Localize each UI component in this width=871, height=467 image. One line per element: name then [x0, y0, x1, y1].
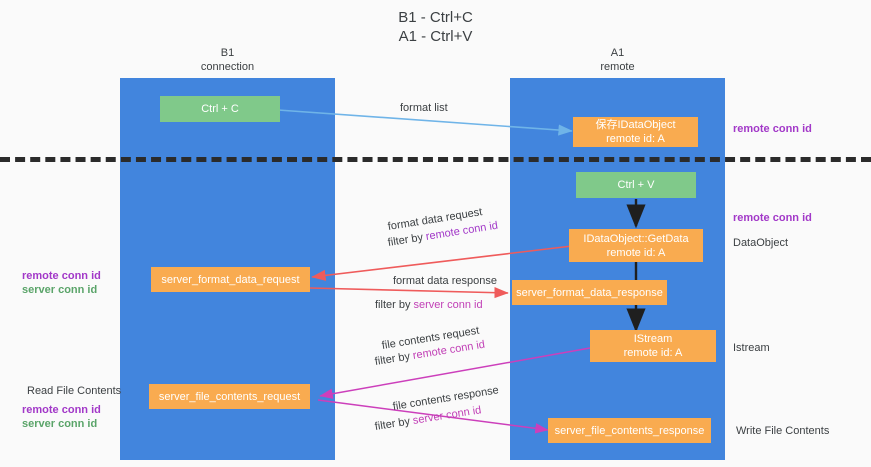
- annotation-read-file-contents: Read File Contents: [27, 385, 122, 397]
- node-server-file-contents-response[interactable]: server_file_contents_response: [548, 418, 711, 443]
- node-getdata-label: IDataObject::GetData: [583, 232, 689, 245]
- annotation-remote-conn-id-mid: remote conn id: [733, 212, 812, 224]
- filter-by-text-4: filter by: [373, 415, 414, 433]
- node-idataobject-label: 保存IDataObject: [595, 119, 676, 131]
- annotation-remote-conn-id-left-1: remote conn id: [22, 270, 101, 282]
- node-ctrl-v-label: Ctrl + V: [617, 179, 655, 191]
- node-server-format-data-request[interactable]: server_format_data_request: [151, 267, 310, 292]
- node-server-format-data-response[interactable]: server_format_data_response: [512, 280, 667, 305]
- annotation-istream: Istream: [733, 342, 770, 354]
- lane-header-b1-role: connection: [200, 61, 255, 73]
- node-istream-label: IStream: [633, 333, 673, 345]
- annotation-server-conn-id-left-2: server conn id: [22, 418, 98, 430]
- server-conn-id-token-1: server conn id: [413, 299, 483, 311]
- phase-divider: [0, 157, 871, 162]
- node-sfcreq-label: server_file_contents_request: [158, 390, 301, 403]
- lane-header-b1: B1 connection: [120, 46, 335, 74]
- page-title: B1 - Ctrl+C A1 - Ctrl+V: [0, 8, 871, 46]
- label-format-list: format list: [400, 102, 448, 114]
- lane-header-a1: A1 remote: [510, 46, 725, 74]
- node-sfdreq-label: server_format_data_request: [161, 273, 300, 286]
- node-idataobject[interactable]: 保存IDataObject remote id: A: [573, 117, 698, 147]
- annotation-remote-conn-id-left-2: remote conn id: [22, 404, 101, 416]
- annotation-remote-conn-id-top: remote conn id: [733, 123, 812, 135]
- title-line-2: A1 - Ctrl+V: [398, 28, 473, 45]
- annotation-dataobject: DataObject: [733, 237, 789, 249]
- label-filter-server-conn-id-1: filter by server conn id: [375, 298, 483, 313]
- node-ctrl-c[interactable]: Ctrl + C: [160, 96, 280, 122]
- node-getdata-remoteid: remote id: A: [606, 246, 666, 259]
- lane-header-b1-name: B1: [220, 47, 235, 59]
- lane-header-a1-role: remote: [600, 61, 635, 73]
- node-ctrl-v[interactable]: Ctrl + V: [576, 172, 696, 198]
- node-idataobject-remoteid: remote id: A: [606, 133, 665, 145]
- node-istream[interactable]: IStream remote id: A: [590, 330, 716, 362]
- annotation-server-conn-id-left-1: server conn id: [22, 284, 98, 296]
- label-format-data-response: format data response: [393, 275, 497, 287]
- filter-by-text-3: filter by: [373, 350, 414, 368]
- node-server-file-contents-request[interactable]: server_file_contents_request: [149, 384, 310, 409]
- title-line-1: B1 - Ctrl+C: [398, 9, 473, 26]
- lane-header-a1-name: A1: [610, 47, 625, 59]
- annotation-write-file-contents: Write File Contents: [736, 425, 830, 437]
- filter-by-text-2: filter by: [375, 299, 414, 311]
- node-sfdresp-label: server_format_data_response: [516, 286, 663, 299]
- node-ctrl-c-label: Ctrl + C: [201, 103, 239, 115]
- node-idataobject-getdata[interactable]: IDataObject::GetData remote id: A: [569, 229, 703, 262]
- node-sfcresp-label: server_file_contents_response: [554, 424, 705, 437]
- node-istream-remoteid: remote id: A: [623, 347, 683, 359]
